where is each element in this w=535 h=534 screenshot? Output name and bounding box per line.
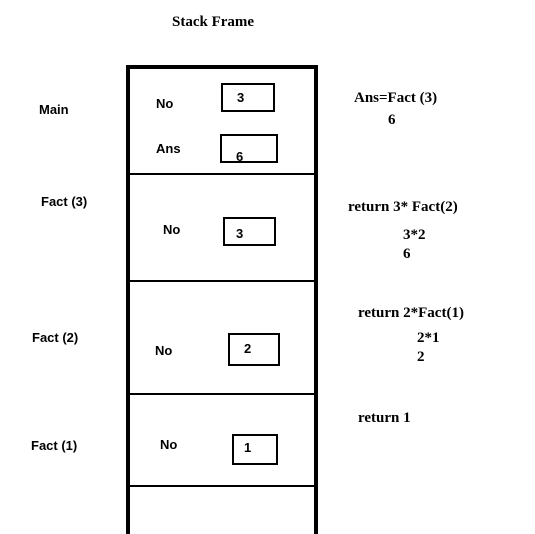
var-box-no: 1 bbox=[232, 434, 278, 465]
frame-divider bbox=[128, 173, 318, 175]
frame-divider bbox=[128, 393, 318, 395]
stack-right-wall bbox=[314, 65, 318, 534]
var-box-no: 3 bbox=[223, 217, 276, 246]
var-box-ans: 6 bbox=[220, 134, 278, 164]
frame-label: Fact (1) bbox=[31, 438, 78, 453]
note-line: Ans=Fact (3) bbox=[354, 90, 438, 106]
frame-divider bbox=[128, 280, 318, 282]
stack-top-border bbox=[128, 65, 318, 69]
frame-divider bbox=[128, 485, 318, 487]
var-value: 6 bbox=[236, 149, 244, 164]
note-line: 2 bbox=[417, 349, 425, 365]
var-value: 3 bbox=[236, 226, 244, 241]
var-name-no: No bbox=[160, 437, 178, 452]
note-line: 6 bbox=[403, 246, 411, 262]
note-line: 2*1 bbox=[417, 330, 440, 346]
var-box-no: 2 bbox=[228, 333, 280, 366]
var-name-no: No bbox=[156, 96, 174, 111]
note-line: 3*2 bbox=[403, 227, 426, 243]
stack-left-wall bbox=[126, 65, 130, 534]
note-line: return 1 bbox=[358, 410, 411, 426]
diagram-title: Stack Frame bbox=[172, 14, 255, 30]
var-name-no: No bbox=[155, 343, 173, 358]
var-name-ans: Ans bbox=[156, 141, 181, 156]
frame-label: Fact (3) bbox=[41, 194, 88, 209]
var-box-no: 3 bbox=[221, 83, 275, 112]
frame-label: Fact (2) bbox=[32, 330, 79, 345]
var-value: 3 bbox=[237, 90, 245, 105]
var-name-no: No bbox=[163, 222, 181, 237]
note-line: return 2*Fact(1) bbox=[358, 305, 464, 321]
note-line: return 3* Fact(2) bbox=[348, 199, 458, 215]
frame-label: Main bbox=[39, 102, 69, 117]
var-value: 1 bbox=[244, 440, 252, 455]
note-line: 6 bbox=[388, 112, 396, 128]
var-value: 2 bbox=[244, 341, 252, 356]
